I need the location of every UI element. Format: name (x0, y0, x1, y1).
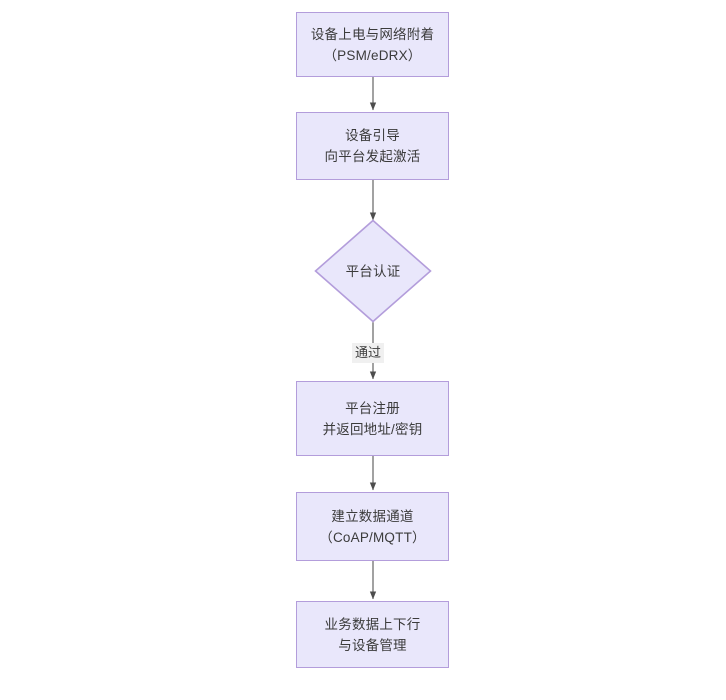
node-platform-auth-label: 平台认证 (345, 263, 401, 279)
node-service-data[interactable]: 业务数据上下行 与设备管理 (296, 601, 449, 668)
node-power-on[interactable]: 设备上电与网络附着 （PSM/eDRX） (296, 12, 449, 77)
node-data-channel-line-2: （CoAP/MQTT） (319, 529, 426, 545)
node-platform-auth[interactable]: 平台认证 (314, 219, 432, 323)
node-bootstrap-line-1: 设备引导 (345, 128, 400, 143)
node-power-on-line-2: （PSM/eDRX） (323, 47, 422, 63)
node-data-channel-line-1: 建立数据通道 (331, 508, 414, 524)
diamond-icon (314, 219, 432, 323)
node-service-data-line-1: 业务数据上下行 (324, 616, 421, 632)
node-data-channel[interactable]: 建立数据通道 （CoAP/MQTT） (296, 492, 449, 561)
node-power-on-line-1: 设备上电与网络附着 (310, 26, 435, 42)
node-bootstrap[interactable]: 设备引导 向平台发起激活 (296, 112, 449, 180)
edge-label-pass-text: 通过 (355, 345, 382, 360)
node-service-data-line-2: 与设备管理 (338, 637, 407, 653)
node-bootstrap-line-2: 向平台发起激活 (324, 149, 421, 164)
node-platform-register-line-1: 平台注册 (345, 400, 400, 416)
node-platform-register[interactable]: 平台注册 并返回地址/密钥 (296, 381, 449, 456)
node-platform-register-line-2: 并返回地址/密钥 (322, 421, 423, 437)
edge-label-pass: 通过 (352, 343, 385, 363)
